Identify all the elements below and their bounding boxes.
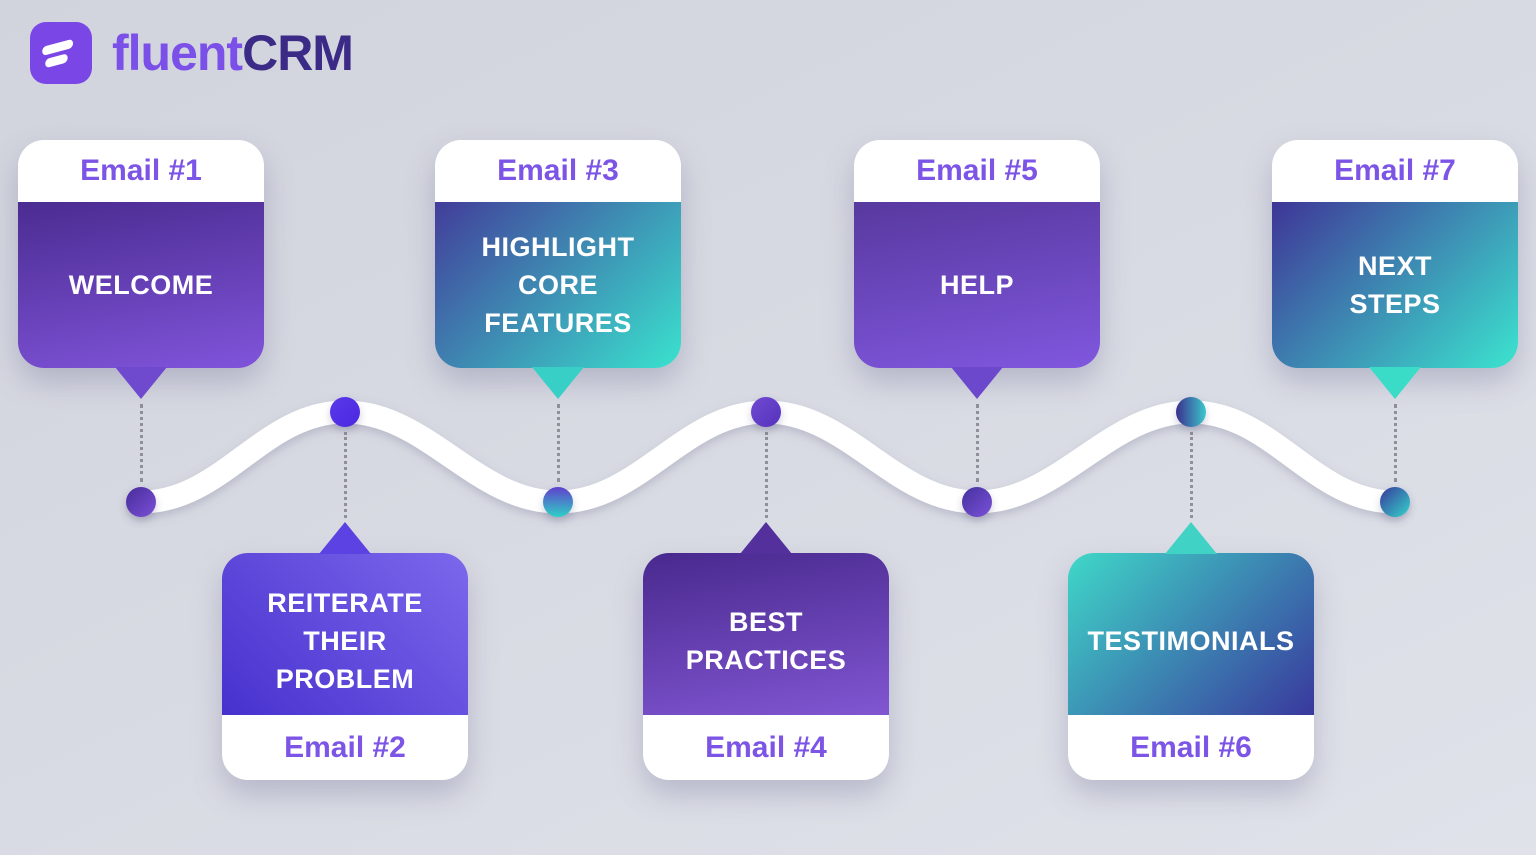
email-2-title: REITERATE THEIR PROBLEM xyxy=(267,588,423,694)
email-card-3-header: Email #3 xyxy=(435,140,681,202)
fluentcrm-logo-mark xyxy=(30,22,92,84)
timeline-dot-5 xyxy=(962,487,992,517)
email-card-1-header: Email #1 xyxy=(18,140,264,202)
dotted-connector xyxy=(765,432,768,518)
email-5-label: Email #5 xyxy=(916,154,1038,187)
email-card-4-footer: Email #4 xyxy=(643,715,889,780)
email-card-6: TESTIMONIALS Email #6 xyxy=(1068,522,1314,780)
email-1-label: Email #1 xyxy=(80,154,202,187)
dotted-connector xyxy=(976,404,979,482)
dotted-connector xyxy=(140,404,143,482)
email-7-title: NEXT STEPS xyxy=(1349,251,1441,319)
email-card-6-footer: Email #6 xyxy=(1068,715,1314,780)
email-2-label: Email #2 xyxy=(284,730,406,764)
timeline-dot-7 xyxy=(1380,487,1410,517)
logo-crm: CRM xyxy=(242,25,354,81)
email-4-title: BEST PRACTICES xyxy=(685,607,847,675)
email-card-5-body: HELP xyxy=(854,202,1100,368)
email-card-7-body: NEXT STEPS xyxy=(1272,202,1518,368)
timeline-dot-4 xyxy=(751,397,781,427)
email-card-7: Email #7 NEXT STEPS xyxy=(1272,140,1518,399)
timeline-dot-2 xyxy=(330,397,360,427)
email-card-2: REITERATE THEIR PROBLEM Email #2 xyxy=(222,522,468,780)
fluentcrm-mark-icon xyxy=(42,39,74,68)
dotted-connector xyxy=(557,404,560,482)
email-card-5-header: Email #5 xyxy=(854,140,1100,202)
logo-fluent: fluent xyxy=(112,25,243,81)
email-card-2-footer: Email #2 xyxy=(222,715,468,780)
timeline-dot-3 xyxy=(543,487,573,517)
email-4-label: Email #4 xyxy=(705,730,827,764)
email-card-5: Email #5 HELP xyxy=(854,140,1100,399)
email-card-2-body: REITERATE THEIR PROBLEM xyxy=(222,553,468,715)
email-card-1: Email #1 WELCOME xyxy=(18,140,264,399)
email-card-3-body: HIGHLIGHT CORE FEATURES xyxy=(435,202,681,368)
email-6-title: TESTIMONIALS xyxy=(1087,626,1295,656)
email-3-label: Email #3 xyxy=(497,154,619,187)
email-card-3: Email #3 HIGHLIGHT CORE FEATURES xyxy=(435,140,681,399)
email-card-6-body: TESTIMONIALS xyxy=(1068,553,1314,715)
email-card-7-header: Email #7 xyxy=(1272,140,1518,202)
email-5-title: HELP xyxy=(939,270,1014,300)
email-card-1-body: WELCOME xyxy=(18,202,264,368)
timeline-dot-1 xyxy=(126,487,156,517)
email-card-4: BEST PRACTICES Email #4 xyxy=(643,522,889,780)
email-3-title: HIGHLIGHT CORE FEATURES xyxy=(481,232,635,338)
timeline-dot-6 xyxy=(1176,397,1206,427)
email-6-label: Email #6 xyxy=(1130,730,1252,764)
email-1-title: WELCOME xyxy=(68,270,214,300)
dotted-connector xyxy=(344,432,347,518)
dotted-connector xyxy=(1394,404,1397,482)
email-card-4-body: BEST PRACTICES xyxy=(643,553,889,715)
email-7-label: Email #7 xyxy=(1334,154,1456,187)
dotted-connector xyxy=(1190,432,1193,518)
